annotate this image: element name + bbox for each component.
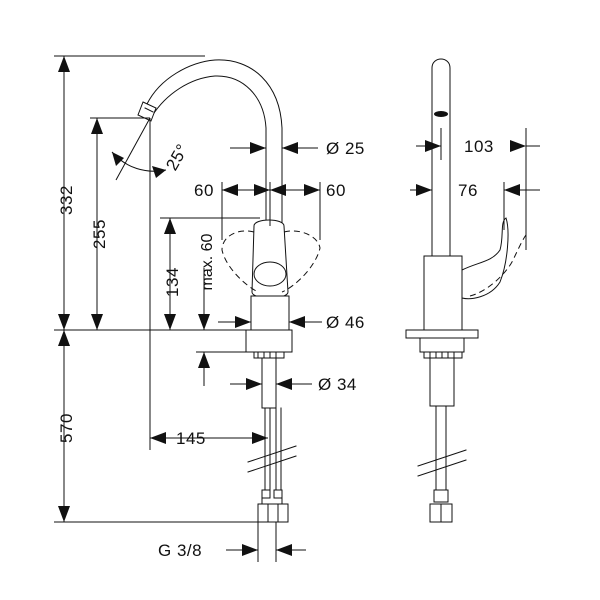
lever-swing-left — [221, 230, 259, 293]
dim-side-offset: 76 — [458, 181, 478, 200]
side-view — [405, 58, 529, 523]
front-dimensions: 332 570 255 134 max. 60 25° Ø 25 — [54, 55, 365, 562]
spout-outer-curve — [146, 59, 283, 223]
side-base-plate — [405, 329, 479, 339]
dim-lever-left-swing: 60 — [194, 181, 214, 200]
dim-connection-thread: G 3/8 — [158, 541, 202, 560]
dim-lever-height: 134 — [163, 267, 182, 297]
dim-spout-diameter: Ø 25 — [326, 139, 365, 158]
base-flange — [245, 329, 293, 353]
dim-spout-height: 255 — [90, 219, 109, 249]
dim-spout-reach: 145 — [176, 429, 206, 448]
front-view — [137, 59, 321, 523]
dim-side-depth: 103 — [464, 137, 494, 156]
lever-swing-right — [281, 230, 321, 293]
side-base-flange — [419, 337, 465, 353]
side-dimensions: 103 76 — [410, 128, 540, 250]
side-shank — [429, 357, 455, 407]
side-lever-swing — [469, 231, 529, 297]
lever-hub — [253, 261, 287, 287]
dim-body-diameter: Ø 46 — [326, 313, 365, 332]
aerator-tip — [137, 101, 157, 122]
side-aerator — [434, 111, 448, 117]
dim-base-to-bottom: 570 — [57, 413, 76, 443]
side-break-lower — [417, 459, 467, 477]
hose-connector-nut — [257, 503, 289, 523]
faucet-body — [250, 295, 290, 331]
break-line-upper — [247, 445, 297, 463]
dim-spout-angle: 25° — [162, 141, 192, 174]
break-line-lower — [247, 455, 297, 473]
side-lever — [461, 217, 509, 300]
dim-lever-clearance: max. 60 — [199, 233, 216, 290]
dim-lever-right-swing: 60 — [326, 181, 346, 200]
shank — [261, 357, 277, 409]
spout-inner-curve — [151, 75, 267, 223]
side-body — [423, 255, 463, 331]
dim-total-height: 332 — [57, 185, 76, 215]
dim-shank-diameter: Ø 34 — [318, 375, 357, 394]
side-break-upper — [417, 449, 467, 467]
